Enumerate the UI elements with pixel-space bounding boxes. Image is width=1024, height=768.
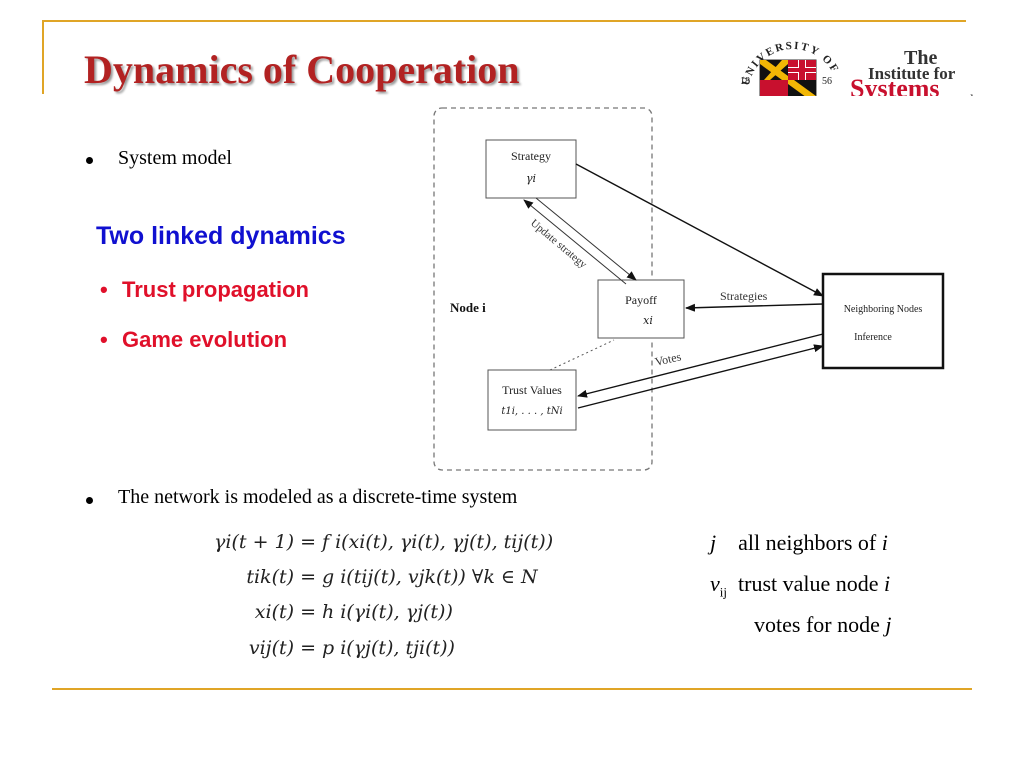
trust-values-label: Trust Values xyxy=(502,383,562,397)
maryland-flag-icon xyxy=(759,59,817,96)
frame-left-rule xyxy=(42,20,44,94)
equation-lhs: xi(t) = xyxy=(254,601,316,623)
bullet-system-model: System model xyxy=(118,147,232,169)
edge-neighbors-to-trust xyxy=(577,333,824,398)
item-marker: • xyxy=(100,327,108,352)
strategy-label: Strategy xyxy=(511,149,551,163)
edge-strategy-to-neighbors xyxy=(575,163,824,297)
panel-item-game-evolution: • Game evolution xyxy=(100,327,287,353)
logo-graphic: UNIVERSITY OF 18 56 The Institute for Sy… xyxy=(740,40,977,96)
node-i-label: Node i xyxy=(450,300,486,315)
legend-symbol: v xyxy=(710,571,720,596)
bullet-discrete-time: The network is modeled as a discrete-tim… xyxy=(118,486,518,508)
edge-strategies-label: Strategies xyxy=(720,289,768,303)
equation-rhs: f i(xi(t), γi(t), γj(t), tij(t)) xyxy=(322,531,554,553)
logo-line-institute: Institute for xyxy=(868,64,956,83)
logo-year-right: 56 xyxy=(822,76,832,87)
university-logo: UNIVERSITY OF 18 56 The Institute for Sy… xyxy=(738,24,988,96)
item-text: Trust propagation xyxy=(122,277,309,302)
legend-text: trust value node xyxy=(738,571,879,596)
equation-rhs: g i(tij(t), vjk(t)) ∀k ∈ N xyxy=(322,566,538,588)
slide-title: Dynamics of Cooperation xyxy=(84,47,520,92)
legend-subscript: ij xyxy=(719,584,727,600)
equation-row: γi(t + 1) = f i(xi(t), γi(t), γj(t), tij… xyxy=(0,531,1024,557)
equation-lhs: tik(t) = xyxy=(246,566,316,588)
logo-year-left: 18 xyxy=(740,76,750,87)
equation-lhs: γi(t + 1) = xyxy=(214,531,316,553)
edge-update-strategy-label: Update strategy xyxy=(528,217,589,271)
edge-payoff-to-strategy xyxy=(523,199,627,285)
bullet-dot xyxy=(86,497,93,504)
item-marker: • xyxy=(100,277,108,302)
system-model-diagram: Node i Strategy γi Payoff xi Trust Value… xyxy=(433,107,945,471)
equation-row: tik(t) = g i(tij(t), vjk(t)) ∀k ∈ N xyxy=(0,566,1024,592)
equation-lhs: vij(t) = xyxy=(248,637,316,659)
trust-values-symbol: t1i, . . . , tNi xyxy=(501,406,562,417)
payoff-label: Payoff xyxy=(625,293,657,307)
edge-votes-label: Votes xyxy=(654,349,683,369)
payoff-symbol: xi xyxy=(643,314,653,327)
panel-item-trust-propagation: • Trust propagation xyxy=(100,277,309,303)
legend-row-neighbors: j all neighbors of i xyxy=(710,530,888,556)
legend-tail: i xyxy=(884,571,891,596)
logo-line-the: The xyxy=(904,47,937,69)
inference-label: Inference xyxy=(854,332,892,343)
strategy-box xyxy=(485,139,577,199)
edge-trust-to-neighbors xyxy=(577,344,824,409)
panel-heading: Two linked dynamics xyxy=(96,222,346,250)
equation-rhs: h i(γi(t), γj(t)) xyxy=(322,601,453,623)
equation-rhs: p i(γj(t), tji(t)) xyxy=(322,637,455,659)
logo-line-research: ch xyxy=(964,93,977,96)
strategy-symbol: γi xyxy=(526,172,536,185)
legend-text: all neighbors of xyxy=(738,530,877,555)
edge-neighbors-to-payoff xyxy=(685,303,824,312)
bullet-dot xyxy=(86,157,93,164)
payoff-box xyxy=(597,279,685,339)
edge-strategy-to-payoff xyxy=(535,197,637,281)
logo-line-systems: Systems xyxy=(850,74,940,96)
legend-tail: j xyxy=(885,612,892,637)
frame-top-rule xyxy=(42,20,966,22)
item-text: Game evolution xyxy=(122,327,288,352)
equation-row: vij(t) = p i(γj(t), tji(t)) xyxy=(0,637,1024,663)
equation-row: xi(t) = h i(γi(t), γj(t)) xyxy=(0,601,1024,627)
edge-trust-to-payoff-dotted xyxy=(549,339,615,371)
frame-bottom-rule xyxy=(52,688,972,690)
neighbors-label: Neighboring Nodes xyxy=(844,304,923,315)
legend-symbol: j xyxy=(710,530,717,555)
legend-text: votes for node xyxy=(754,612,880,637)
legend-row-trust-value: vij trust value node i xyxy=(710,571,890,600)
trust-values-box xyxy=(487,369,577,431)
neighboring-nodes-box xyxy=(821,272,945,370)
legend-row-votes: votes for node j xyxy=(754,612,891,638)
legend-tail: i xyxy=(881,530,888,555)
